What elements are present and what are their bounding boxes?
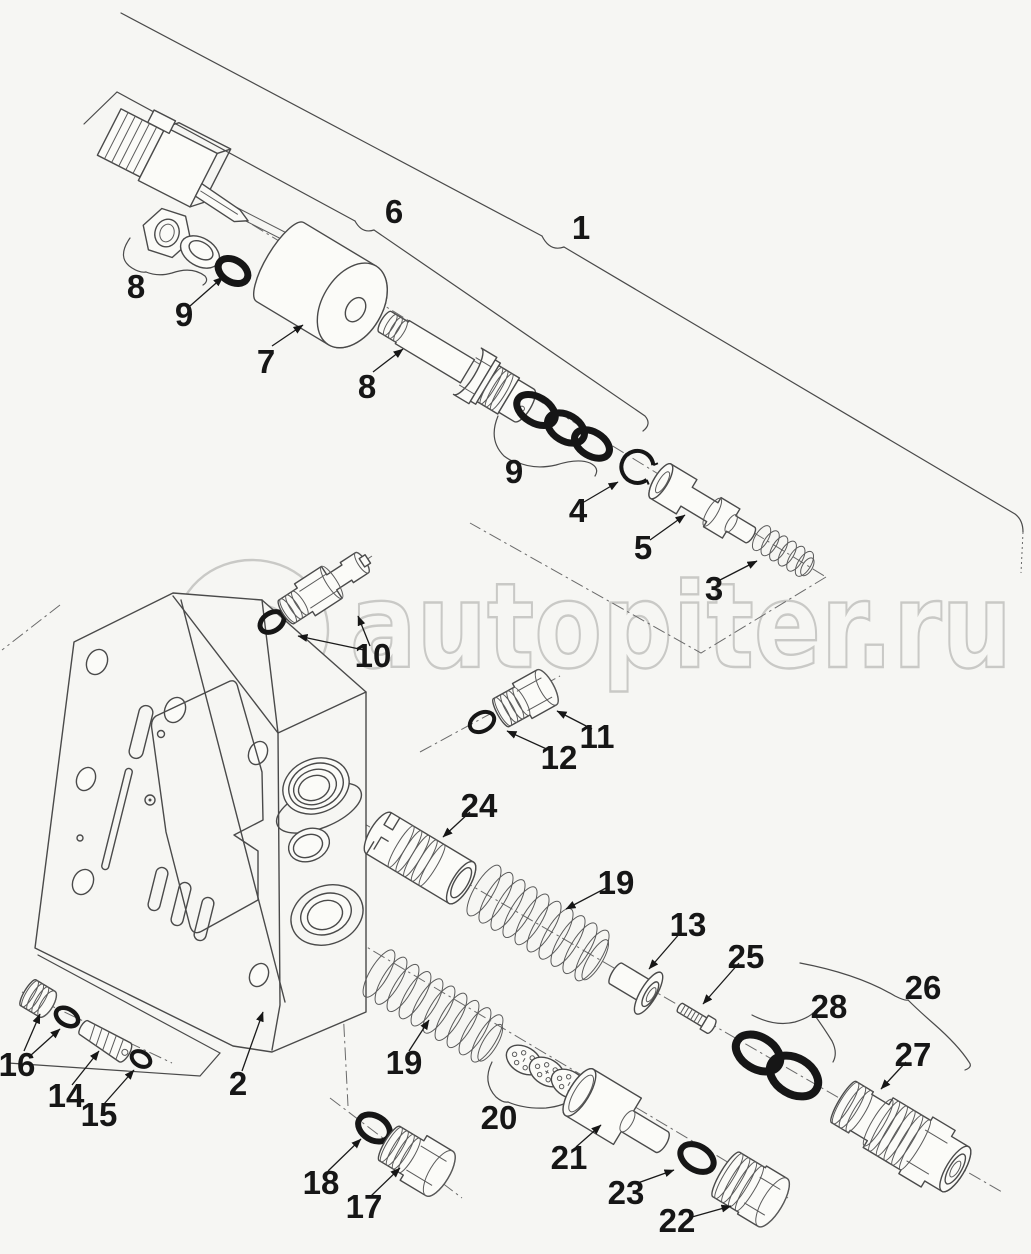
connector-drawing [96, 108, 249, 223]
plug-11-drawing [492, 668, 559, 728]
part-callout-24: 24 [461, 787, 498, 824]
plug-16-drawing [19, 979, 58, 1019]
retainer-24-drawing [363, 811, 477, 905]
fitting-10-drawing [277, 551, 372, 625]
part-callout-8: 8 [127, 268, 145, 305]
plug-17-drawing [377, 1125, 456, 1197]
part-callout-20: 20 [481, 1099, 518, 1136]
spring-19-upper-drawing [466, 864, 610, 982]
part-callout-9: 9 [175, 296, 193, 333]
group-brackets [7, 12, 1024, 1109]
part-callout-2: 2 [229, 1065, 247, 1102]
coil-drawing [253, 221, 388, 349]
part-callout-14: 14 [48, 1077, 85, 1114]
part-callout-23: 23 [608, 1174, 645, 1211]
leader-arrows [23, 276, 907, 1218]
part-callout-26: 26 [905, 969, 942, 1006]
part-callout-12: 12 [541, 739, 578, 776]
screw-25-drawing [676, 1002, 717, 1035]
part-callout-28: 28 [811, 988, 848, 1025]
part-callout-16: 16 [0, 1046, 35, 1083]
part-callout-10: 10 [355, 637, 392, 674]
plug-22-drawing [711, 1151, 791, 1228]
part-callout-21: 21 [551, 1139, 588, 1176]
o-ring-23 [677, 1141, 717, 1175]
o-ring-9a [214, 254, 252, 288]
part-callout-5: 5 [634, 529, 652, 566]
o-ring-28a [731, 1030, 785, 1076]
o-ring-28b [765, 1051, 823, 1101]
seat-13-drawing [608, 962, 664, 1015]
part-callout-15: 15 [81, 1096, 118, 1133]
spring-3-drawing [751, 525, 815, 577]
o-ring-set-9 [513, 390, 613, 462]
part-callout-19: 19 [386, 1044, 423, 1081]
o-ring-16-group [53, 1005, 81, 1029]
part-callout-4: 4 [569, 492, 588, 529]
part-callout-27: 27 [895, 1036, 932, 1073]
pin-14-drawing [78, 1019, 133, 1063]
part-callout-1: 1 [572, 209, 590, 246]
cartridge-27-drawing [830, 1080, 972, 1193]
spool-drawing [648, 463, 757, 544]
watermark-text: autopiter.ru [350, 557, 1012, 695]
part-callout-25: 25 [728, 938, 765, 975]
part-callout-3: 3 [705, 570, 723, 607]
o-ring-12 [467, 709, 497, 735]
plunger-21-drawing [562, 1068, 670, 1154]
valve-body-drawing [34, 592, 367, 1053]
part-callout-6: 6 [385, 193, 403, 230]
part-callout-19: 19 [598, 864, 635, 901]
part-callout-8: 8 [358, 368, 376, 405]
callout-layer: 1689789453101112216141518171920212322241… [0, 193, 941, 1239]
part-callout-7: 7 [257, 343, 275, 380]
spacer-ring-drawing [179, 235, 221, 269]
part-callout-17: 17 [346, 1188, 383, 1225]
part-callout-18: 18 [303, 1164, 340, 1201]
o-ring-15 [129, 1049, 153, 1069]
part-callout-22: 22 [659, 1202, 696, 1239]
part-callout-9: 9 [505, 453, 523, 490]
part-callout-11: 11 [580, 718, 615, 755]
snap-ring-drawing [619, 448, 659, 485]
hex-nut-drawing [142, 207, 192, 259]
part-callout-13: 13 [670, 906, 707, 943]
spring-19-lower-drawing [362, 949, 504, 1063]
